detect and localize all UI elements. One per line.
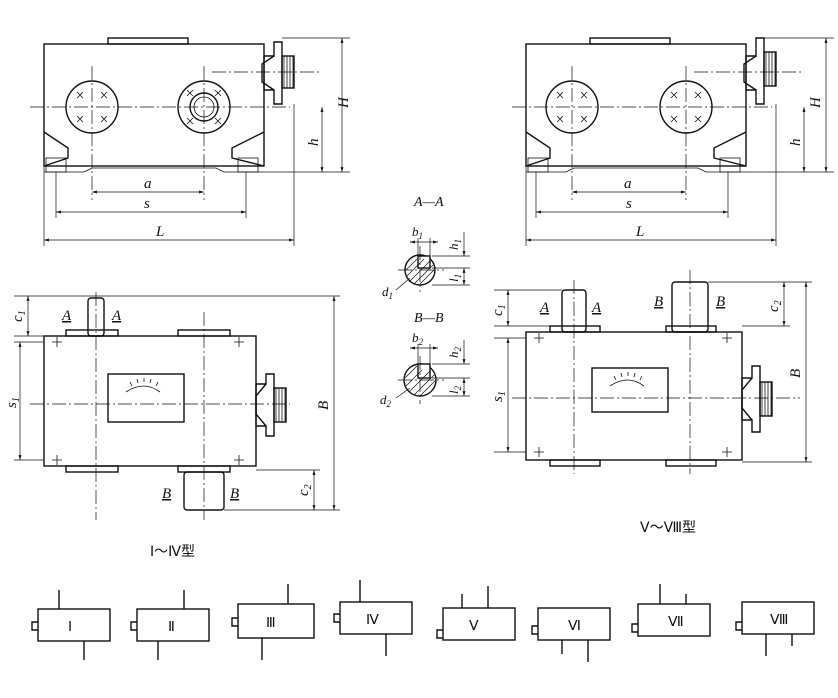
cut-B-right-1: B	[654, 294, 663, 310]
type-label-8: Ⅷ	[770, 613, 788, 628]
type-icon-4: Ⅳ	[333, 580, 413, 656]
left-front-view: a s L H h	[30, 37, 352, 246]
dim-H-left: H	[336, 96, 352, 109]
type-label-6: Ⅵ	[568, 619, 581, 634]
dim-L-left: L	[155, 224, 164, 240]
section-aa-title: A—A	[413, 195, 444, 210]
type-label-1: Ⅰ	[68, 620, 72, 635]
dim-h1: h1	[446, 239, 463, 250]
dim-l1: l1	[446, 274, 463, 282]
dim-H-right: H	[808, 96, 824, 109]
dim-B-left: B	[316, 401, 332, 410]
dim-h-left: h	[306, 139, 322, 147]
type-icon-3: Ⅲ	[231, 584, 315, 660]
type-icon-6: Ⅵ	[531, 607, 611, 662]
dim-s-left: s	[144, 196, 150, 212]
dim-b2: b2	[412, 330, 424, 347]
dim-d1: d1	[382, 284, 393, 301]
cut-B-left-2: B	[230, 486, 239, 502]
dim-a-left: a	[144, 176, 152, 192]
type-icon-1: Ⅰ	[31, 590, 111, 660]
type-label-2: Ⅱ	[168, 620, 175, 635]
section-bb: B—B b2 h2 l2 d2	[380, 311, 470, 409]
dim-c1-right: c1	[490, 304, 508, 316]
right-top-view: c1 s1 c2 B A A B B	[490, 270, 812, 474]
type-label-3: Ⅲ	[266, 616, 276, 631]
cut-A-left-1: A	[61, 308, 72, 324]
dim-c2-left: c2	[296, 484, 314, 496]
dim-a-right: a	[624, 176, 632, 192]
dim-h2: h2	[446, 347, 463, 359]
dim-B-right: B	[788, 369, 804, 378]
dim-h-right: h	[788, 139, 804, 147]
type-label-7: Ⅶ	[668, 615, 684, 630]
dim-L-right: L	[635, 224, 644, 240]
type-label-4: Ⅳ	[366, 613, 379, 628]
dim-d2: d2	[380, 392, 392, 409]
cut-B-right-2: B	[716, 294, 725, 310]
cut-B-left-1: B	[162, 486, 171, 502]
type-label-5: Ⅴ	[469, 619, 479, 634]
type-icon-5: Ⅴ	[436, 586, 516, 641]
dim-b1: b1	[412, 224, 423, 241]
type-icon-2: Ⅱ	[130, 590, 210, 660]
dim-l2: l2	[446, 385, 463, 394]
dim-s1-right: s1	[490, 391, 508, 402]
dim-c1-left: c1	[10, 310, 28, 322]
cut-A-right-2: A	[591, 300, 602, 316]
right-front-view: a s L H h	[512, 37, 834, 246]
cut-A-left-2: A	[111, 308, 122, 324]
caption-types-5-8: Ⅴ～Ⅷ型	[640, 520, 696, 536]
section-bb-title: B—B	[414, 311, 444, 326]
left-top-view: c1 s1 c2 B A A B B	[4, 292, 340, 520]
caption-types-1-4: Ⅰ～Ⅳ型	[150, 544, 195, 560]
dim-c2-right: c2	[766, 300, 784, 312]
dim-s-right: s	[626, 196, 632, 212]
dim-s1-left: s1	[4, 397, 22, 408]
type-icon-7: Ⅶ	[631, 584, 711, 637]
cut-A-right-1: A	[539, 300, 550, 316]
type-icon-8: Ⅷ	[735, 601, 815, 656]
section-aa: A—A b1 h1 l1 d1	[382, 195, 470, 301]
